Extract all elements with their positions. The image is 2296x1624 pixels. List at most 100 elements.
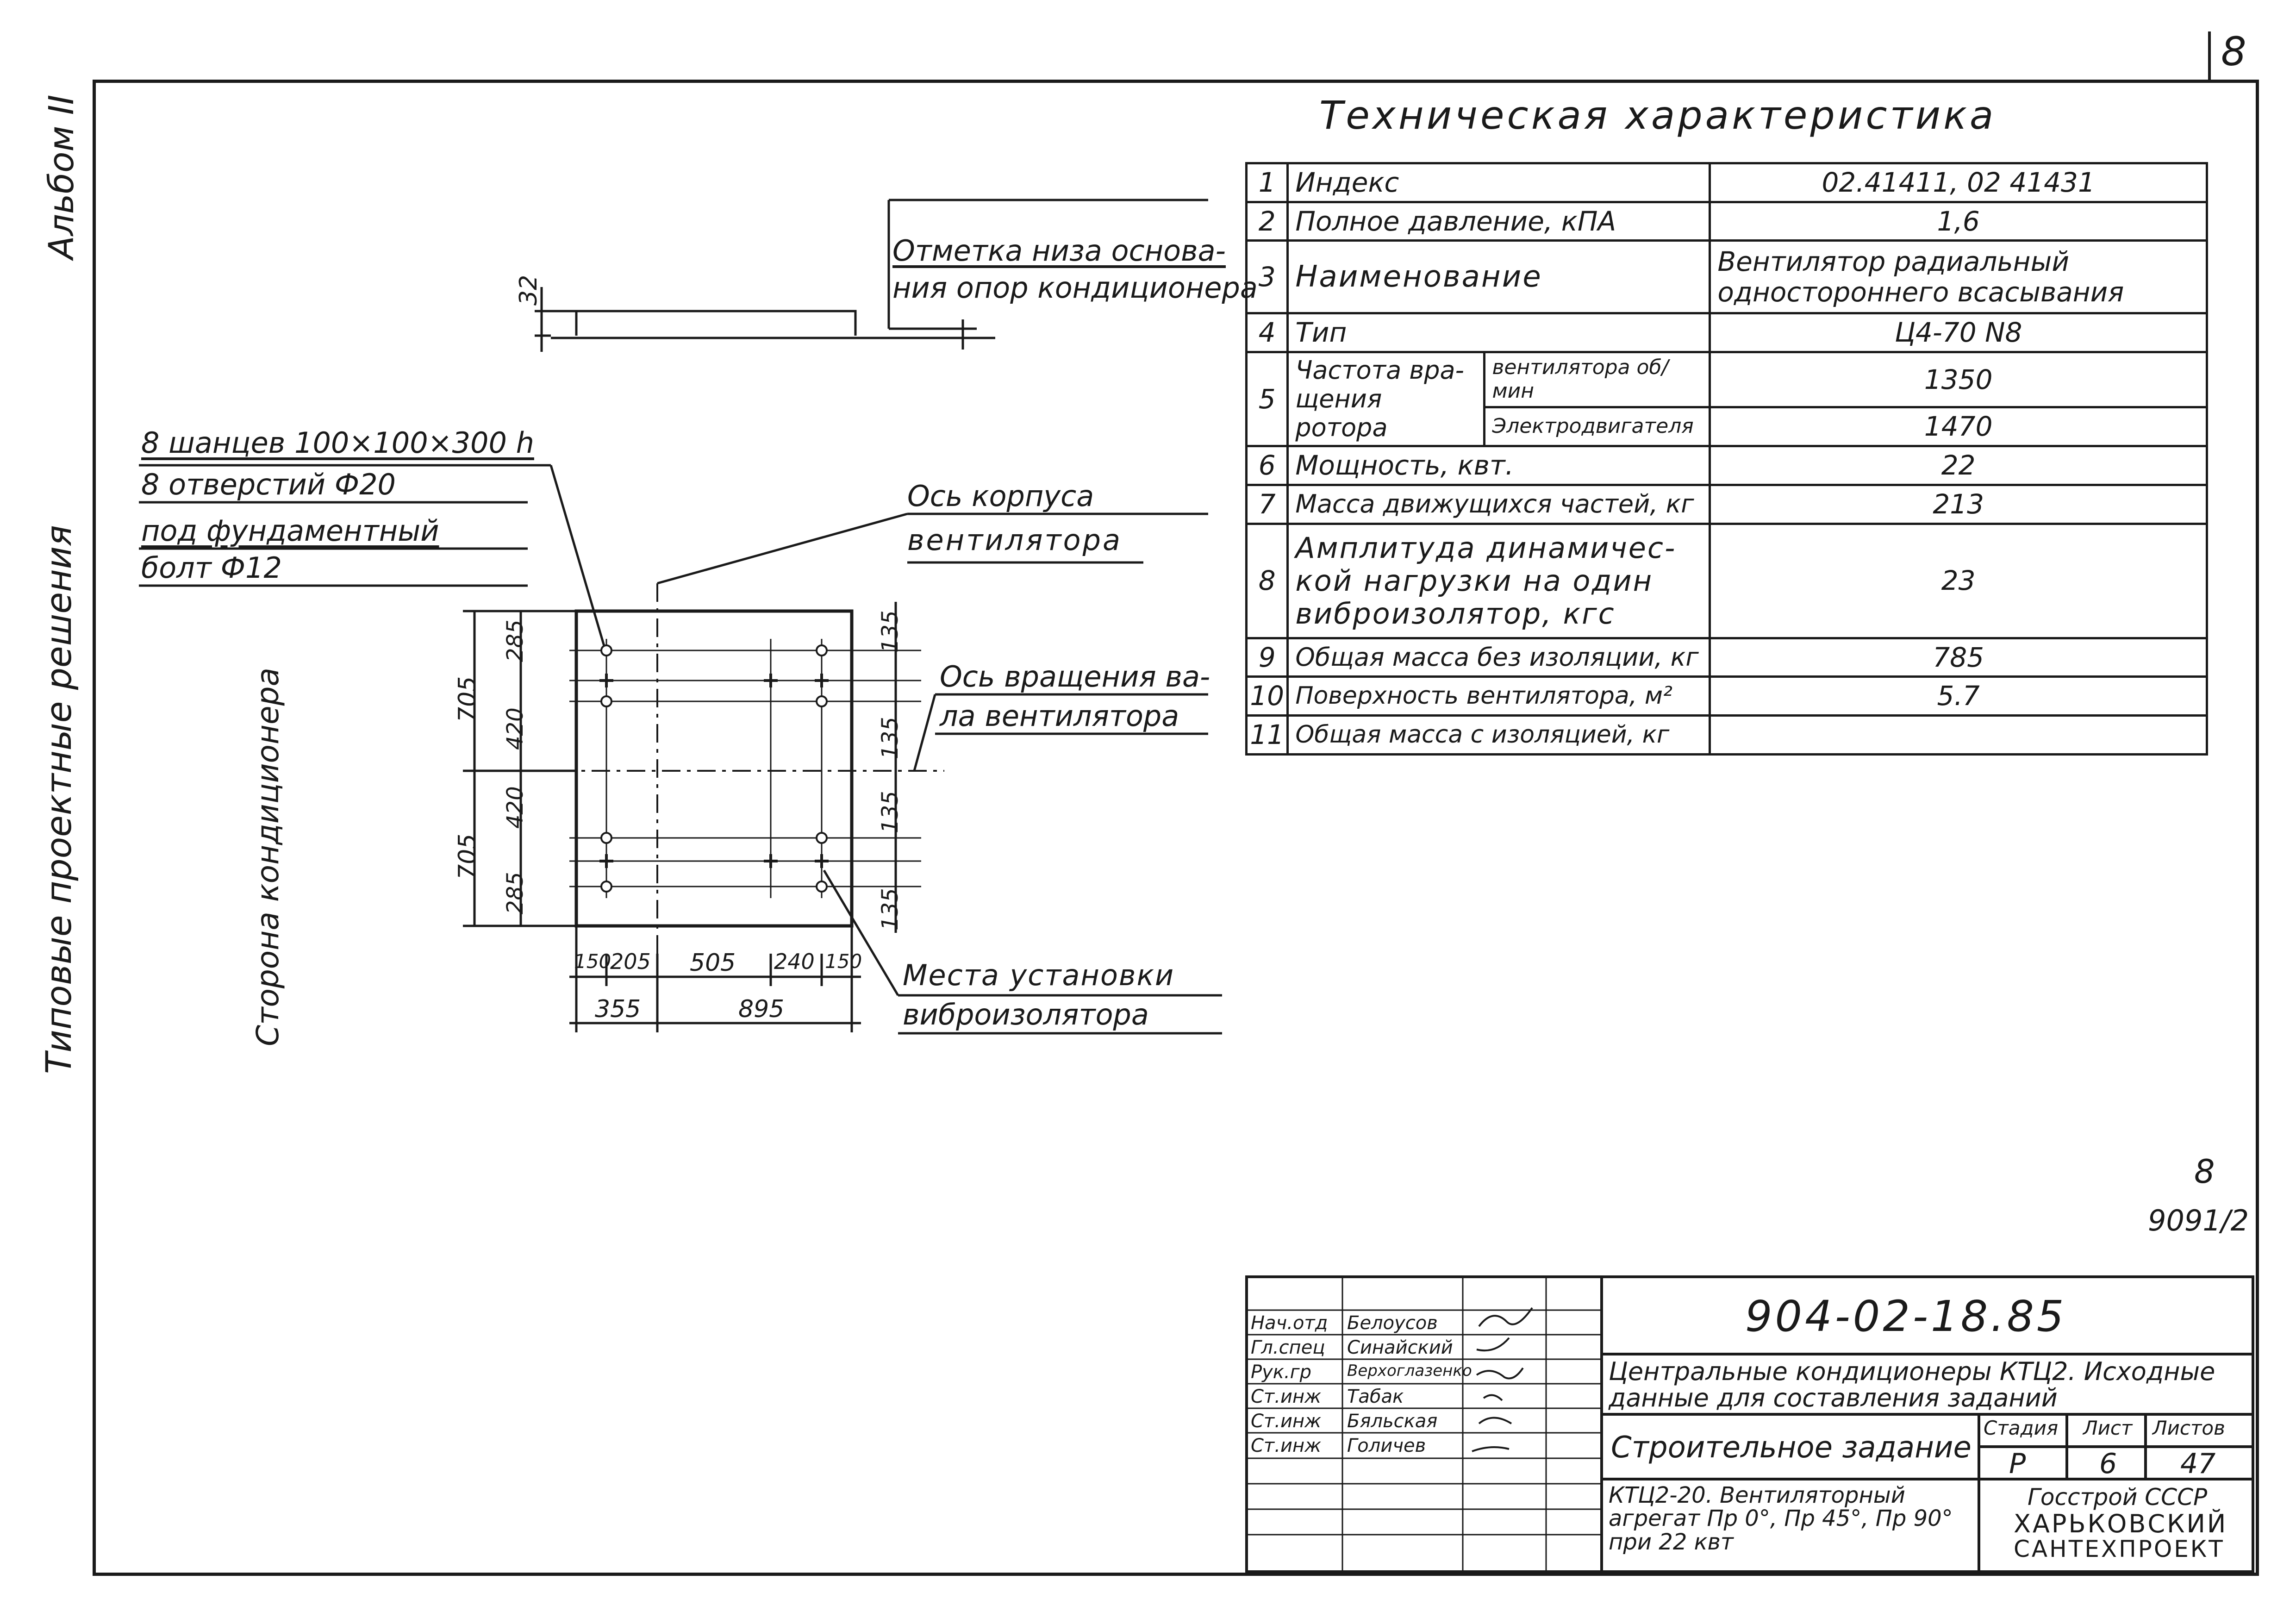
- sheet-value: 6: [2099, 1448, 2117, 1480]
- row-label: Мощность, квт.: [1286, 445, 1711, 487]
- row-sublabel: вентилятора об/мин: [1483, 351, 1711, 409]
- row-number: 9: [1245, 637, 1289, 678]
- rotation-axis-line1: Ось вращения ва-: [940, 660, 1210, 693]
- row-number: 5: [1245, 351, 1289, 448]
- row-label: Общая масса с изоляцией, кг: [1286, 714, 1711, 756]
- row-number: 1: [1245, 162, 1289, 203]
- stage-header: Стадия: [1984, 1417, 2059, 1439]
- anchors-note-line3: под фундаментный: [141, 514, 439, 548]
- org-line3: САНТЕХПРОЕКТ: [2014, 1536, 2225, 1562]
- table-row: 11 Общая масса с изоляцией, кг: [1245, 714, 2208, 756]
- row-value: 785: [1709, 637, 2208, 678]
- isolator-note-line1: Места установки: [903, 958, 1175, 992]
- signer-name: Голичев: [1347, 1435, 1426, 1456]
- row-number: 2: [1245, 200, 1289, 242]
- row-label: Поверхность вентилятора, м²: [1286, 675, 1711, 717]
- row-number: 7: [1245, 484, 1289, 525]
- row-label: Тип: [1286, 312, 1711, 354]
- row-value: Вентилятор радиальный одностороннего вса…: [1709, 239, 2208, 315]
- anchors-note-line2: 8 отверстий Ф20: [141, 468, 396, 501]
- dim-420-top: 420: [502, 707, 528, 750]
- dim-135-b: 135: [877, 717, 903, 759]
- dim-505: 505: [690, 949, 736, 977]
- stage-value: Р: [2009, 1448, 2026, 1480]
- row-value: 23: [1709, 522, 2208, 639]
- table-row: 8 Амплитуда динамичес- кой нагрузки на о…: [1245, 522, 2208, 639]
- sheets-header: Листов: [2152, 1417, 2225, 1439]
- page-number: 8: [2221, 29, 2246, 75]
- drawing-title: КТЦ2-20. Вентиляторный агрегат Пр 0°, Пр…: [1609, 1482, 1953, 1555]
- signer-role: Ст.инж: [1251, 1435, 1322, 1456]
- dim-285-bottom: 285: [502, 872, 528, 914]
- table-row: 10 Поверхность вентилятора, м² 5.7: [1245, 675, 2208, 717]
- row-value: Ц4-70 N8: [1709, 312, 2208, 354]
- signer-role: Рук.гр: [1251, 1362, 1312, 1383]
- dim-355: 355: [595, 995, 641, 1023]
- row-label: Полное давление, кПА: [1286, 200, 1711, 242]
- sheet-header: Лист: [2083, 1417, 2133, 1439]
- row-value: 1470: [1709, 406, 2208, 448]
- table-row: 2 Полное давление, кПА 1,6: [1245, 200, 2208, 242]
- row-value: 1350: [1709, 351, 2208, 409]
- row-label: Амплитуда динамичес- кой нагрузки на оди…: [1286, 522, 1711, 639]
- dim-135-d: 135: [877, 888, 903, 931]
- dim-150-b: 150: [825, 950, 862, 973]
- sheet-mark-top: 8: [2194, 1153, 2215, 1191]
- row-number: 10: [1245, 675, 1289, 717]
- row-number: 8: [1245, 522, 1289, 639]
- tech-table: 1 Индекс 02.41411, 02 41431 2 Полное дав…: [1245, 162, 2208, 756]
- org-line1: Госстрой СССР: [2028, 1484, 2208, 1511]
- dim-705-top: 705: [454, 676, 481, 722]
- signer-role: Нач.отд: [1251, 1312, 1328, 1334]
- table-row: 6 Мощность, квт. 22: [1245, 445, 2208, 487]
- row-label: Общая масса без изоляции, кг: [1286, 637, 1711, 678]
- row-number: 6: [1245, 445, 1289, 487]
- elevation-label-line1: Отметка низа основа-: [892, 234, 1226, 268]
- dim-135-a: 135: [877, 610, 903, 653]
- table-row: 7 Масса движущихся частей, кг 213: [1245, 484, 2208, 525]
- row-label: Масса движущихся частей, кг: [1286, 484, 1711, 525]
- dim-150-a: 150: [574, 950, 611, 973]
- signer-name: Синайский: [1347, 1337, 1453, 1358]
- table-row: 4 Тип Ц4-70 N8: [1245, 312, 2208, 354]
- row-value: [1709, 714, 2208, 756]
- sheets-value: 47: [2180, 1448, 2216, 1480]
- dim-705-bottom: 705: [454, 833, 481, 880]
- row-value: 5.7: [1709, 675, 2208, 717]
- signer-name: Табак: [1347, 1386, 1404, 1407]
- row-value: 213: [1709, 484, 2208, 525]
- rotation-axis-line2: ла вентилятора: [940, 699, 1179, 733]
- drawing-frame: [93, 80, 2259, 1576]
- dim-285-top: 285: [502, 619, 528, 662]
- signer-role: Ст.инж: [1251, 1411, 1322, 1432]
- sheet-mark-bottom: 9091/2: [2148, 1204, 2249, 1237]
- page-number-box: 8: [2208, 29, 2259, 80]
- row-value: 22: [1709, 445, 2208, 487]
- elevation-dim-32: 32: [515, 275, 543, 306]
- tech-table-title: Техническая характеристика: [1319, 93, 1997, 138]
- row-value: 02.41411, 02 41431: [1709, 162, 2208, 203]
- casing-axis-line2: вентилятора: [907, 523, 1122, 557]
- signer-name: Верхоглазенко: [1347, 1362, 1472, 1380]
- casing-axis-line1: Ось корпуса: [907, 479, 1094, 513]
- table-row: 3 Наименование Вентилятор радиальный одн…: [1245, 239, 2208, 315]
- title-block: Нач.отд Белоусов Гл.спец Синайский Рук.г…: [1245, 1275, 2254, 1573]
- signer-name: Бяльская: [1347, 1411, 1438, 1432]
- dim-895: 895: [738, 995, 785, 1023]
- anchors-note-line1: 8 шанцев 100×100×300 h: [141, 426, 534, 460]
- project-title: Центральные кондиционеры КТЦ2. Исходные …: [1609, 1357, 2215, 1412]
- row-number: 3: [1245, 239, 1289, 315]
- signer-role: Ст.инж: [1251, 1386, 1322, 1407]
- title-block-grid: [1245, 1275, 2254, 1573]
- dim-135-c: 135: [877, 791, 903, 833]
- sheet-title: Строительное задание: [1611, 1430, 1972, 1465]
- table-row: Электродвигателя 1470: [1247, 406, 2208, 448]
- dim-205: 205: [610, 949, 651, 974]
- dim-420-bottom: 420: [502, 786, 528, 829]
- doc-code: 904-02-18.85: [1745, 1292, 2067, 1341]
- elevation-label-line2: ния опор кондиционера: [892, 271, 1258, 305]
- row-label: Наименование: [1286, 239, 1711, 315]
- row-sublabel: Электродвигателя: [1483, 406, 1711, 448]
- table-row: 5 Частота вра- щения ротора вентилятора …: [1245, 351, 2208, 448]
